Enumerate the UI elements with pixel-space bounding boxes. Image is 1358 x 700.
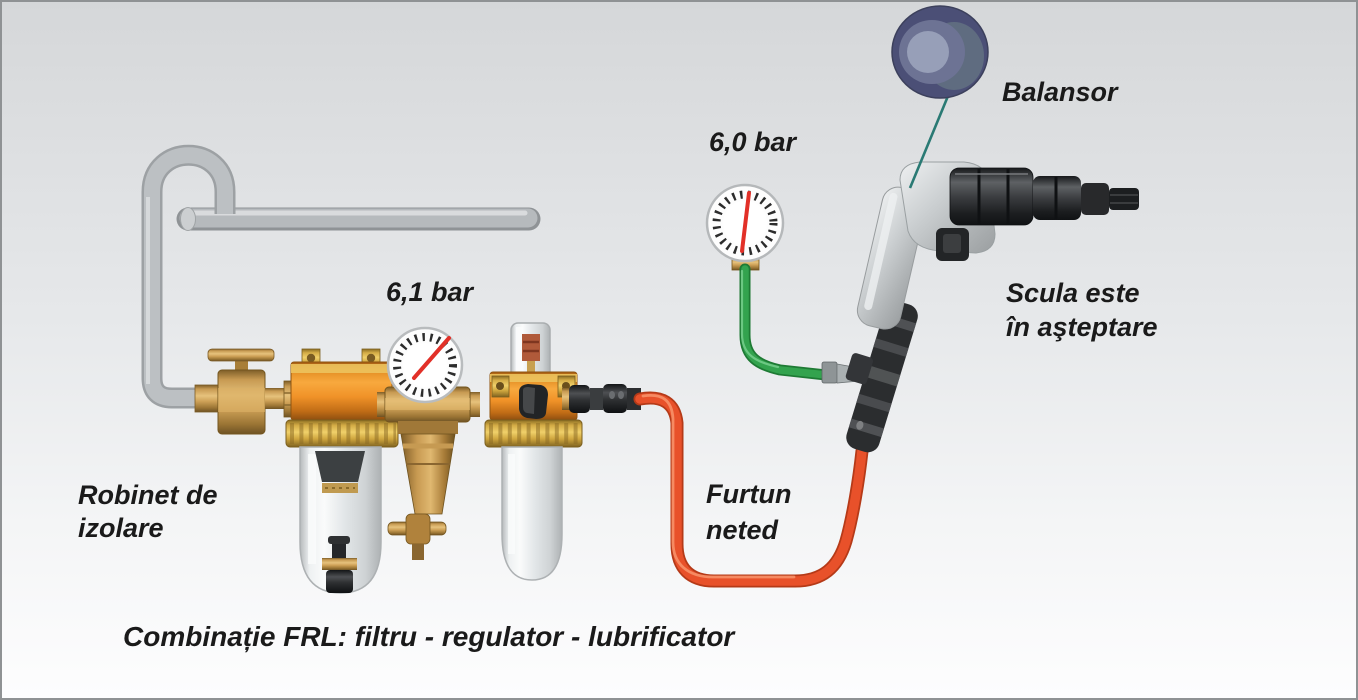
smooth-hose (633, 391, 869, 588)
supply-pipe (141, 144, 541, 409)
lubricator (484, 322, 583, 581)
label-tool-status: Scula este în aşteptare (1006, 276, 1158, 344)
label-isolation-valve-line1: Robinet de (78, 480, 218, 510)
label-isolation-valve-line2: izolare (78, 513, 164, 543)
label-tool-status-line2: în aşteptare (1006, 312, 1158, 342)
isolation-valve (194, 348, 312, 435)
filter-element (315, 451, 365, 482)
label-smooth-hose-line2: neted (706, 515, 779, 545)
swivel-fitting (821, 361, 838, 384)
tool-barrel (949, 167, 1034, 226)
tee-connector (845, 301, 918, 453)
regulator (377, 326, 480, 560)
label-downstream-pressure: 6,0 bar (709, 127, 797, 157)
label-smooth-hose: Furtun neted (706, 476, 791, 548)
tool-chuck (1109, 188, 1139, 210)
balancer-cord (908, 95, 950, 189)
filter (285, 348, 399, 594)
label-regulator-pressure: 6,1 bar (386, 277, 474, 307)
label-balancer: Balansor (1002, 77, 1118, 107)
pneumatic-tool (856, 161, 1139, 330)
valve-handle (207, 348, 275, 362)
label-isolation-valve: Robinet de izolare (78, 479, 218, 545)
regulator-gauge-needle (412, 336, 451, 380)
label-smooth-hose-line1: Furtun (706, 479, 792, 509)
label-tool-status-line1: Scula este (1006, 278, 1140, 308)
hose-outlet-fitting (562, 384, 641, 413)
lubricator-bowl (501, 446, 563, 581)
downstream-gauge-needle (740, 191, 751, 253)
downstream-gauge (705, 183, 785, 271)
filter-drain (326, 570, 353, 593)
caption-frl: Combinație FRL: filtru - regulator - lub… (123, 621, 735, 652)
measuring-hose (739, 263, 860, 384)
balancer (891, 5, 989, 189)
